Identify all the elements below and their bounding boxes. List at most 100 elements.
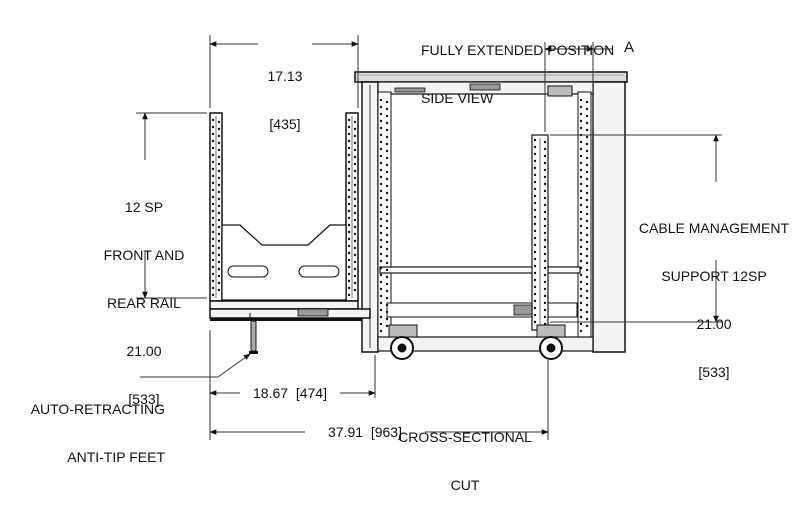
rail-hole: [379, 119, 383, 123]
rail-hole: [543, 231, 547, 235]
rail-hole: [533, 250, 537, 254]
rail-hole: [579, 182, 583, 186]
rail-hole: [585, 156, 589, 160]
rail-hole: [585, 317, 589, 321]
rail-hole: [533, 285, 537, 289]
rail-hole: [579, 294, 583, 298]
rail-hole: [543, 308, 547, 312]
rail-hole: [379, 140, 383, 144]
rail-hole: [347, 244, 351, 248]
rail-hole: [217, 120, 221, 124]
view-title-line-2: SIDE VIEW: [421, 90, 494, 106]
rail-hole: [379, 252, 383, 256]
rail-hole: [579, 301, 583, 305]
rail-hole: [385, 184, 389, 188]
rail-hole: [579, 196, 583, 200]
rail-hole: [579, 189, 583, 193]
rail-hole: [211, 132, 215, 136]
section-marker-a: A: [624, 39, 635, 56]
rail-hole: [353, 169, 357, 173]
rail-hole: [543, 294, 547, 298]
rail-hole: [217, 260, 221, 264]
rail-hole: [379, 175, 383, 179]
rail-hole: [585, 240, 589, 244]
rail-hole: [579, 203, 583, 207]
rail-hole: [217, 288, 221, 292]
rail-hole: [585, 128, 589, 132]
rail-hole: [543, 245, 547, 249]
rail-hole: [543, 287, 547, 291]
rail-hole: [211, 195, 215, 199]
rail-hole: [579, 245, 583, 249]
rail-hole: [579, 252, 583, 256]
rail-hole: [385, 289, 389, 293]
rail-hole: [217, 148, 221, 152]
rail-hole: [385, 177, 389, 181]
front-rear-rail-line-2: FRONT AND: [103, 247, 185, 263]
rail-hole: [579, 329, 583, 333]
rail-hole: [217, 225, 221, 229]
rail-hole: [585, 261, 589, 265]
rail-hole: [347, 237, 351, 241]
rail-hole: [217, 253, 221, 257]
cable-management-callout: CABLE MANAGEMENT SUPPORT 12SP 21.00 [533…: [624, 188, 801, 412]
rail-hole: [385, 156, 389, 160]
rail-hole: [585, 212, 589, 216]
rail-hole: [385, 212, 389, 216]
rail-hole: [579, 175, 583, 179]
rail-width-imperial: 17.13: [267, 68, 303, 84]
rail-hole: [353, 281, 357, 285]
rail-hole: [585, 177, 589, 181]
rail-hole: [211, 160, 215, 164]
rail-hole: [533, 236, 537, 240]
rail-hole: [533, 215, 537, 219]
rail-hole: [379, 105, 383, 109]
rail-hole: [217, 232, 221, 236]
rail-hole: [347, 286, 351, 290]
rail-hole: [217, 169, 221, 173]
rail-hole: [579, 238, 583, 242]
rail-hole: [217, 162, 221, 166]
rail-hole: [533, 243, 537, 247]
rail-hole: [385, 135, 389, 139]
rail-hole: [543, 252, 547, 256]
rail-width-dimension-label: 17.13 [435]: [255, 36, 315, 164]
rail-hole: [347, 174, 351, 178]
rail-hole: [347, 202, 351, 206]
rail-hole: [353, 120, 357, 124]
rail-hole: [379, 98, 383, 102]
rail-hole: [533, 306, 537, 310]
anti-tip-line-1: AUTO-RETRACTING: [30, 401, 165, 417]
rail-hole: [579, 308, 583, 312]
rail-hole: [585, 184, 589, 188]
rail-hole: [533, 173, 537, 177]
rail-hole: [543, 154, 547, 158]
rail-hole: [217, 274, 221, 278]
rail-hole: [385, 163, 389, 167]
rail-hole: [379, 210, 383, 214]
rail-hole: [385, 282, 389, 286]
rail-hole: [585, 219, 589, 223]
rail-hole: [543, 161, 547, 165]
rail-hole: [585, 135, 589, 139]
rail-hole: [385, 275, 389, 279]
rail-hole: [353, 183, 357, 187]
rail-hole: [347, 209, 351, 213]
rail-hole: [579, 112, 583, 116]
rail-hole: [533, 222, 537, 226]
rail-hole: [353, 246, 357, 250]
rail-hole: [533, 187, 537, 191]
rail-hole: [211, 244, 215, 248]
rail-hole: [347, 265, 351, 269]
rail-hole: [211, 139, 215, 143]
rail-hole: [379, 126, 383, 130]
rail-hole: [585, 303, 589, 307]
rail-hole: [217, 127, 221, 131]
rail-hole: [353, 197, 357, 201]
rail-hole: [211, 202, 215, 206]
rail-hole: [543, 140, 547, 144]
rail-hole: [579, 147, 583, 151]
rail-hole: [379, 315, 383, 319]
rail-hole: [585, 191, 589, 195]
rail-hole: [217, 246, 221, 250]
